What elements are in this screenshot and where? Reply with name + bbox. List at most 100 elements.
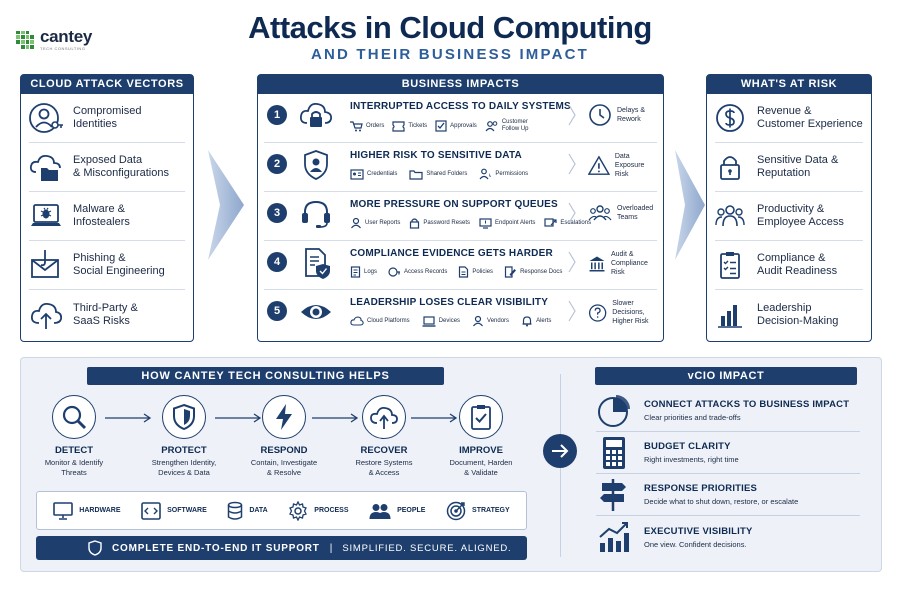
vector-line2: Identities <box>73 118 118 130</box>
impact-sub-label: Alerts <box>536 318 552 324</box>
support-separator: | <box>329 542 333 554</box>
impact-sub-label: Permissions <box>495 171 529 177</box>
support-tagline: SIMPLIFIED. SECURE. ALIGNED. <box>342 542 512 554</box>
people-icon <box>715 205 745 227</box>
impact-sub-label: Orders <box>366 123 385 129</box>
impact-number: 5 <box>267 301 287 321</box>
target-icon <box>446 501 466 520</box>
impact-sub-label: Approvals <box>450 123 477 129</box>
impact-number: 3 <box>267 203 287 223</box>
vcio-title: EXECUTIVE VISIBILITY <box>644 525 753 537</box>
escalation-icon <box>544 217 557 227</box>
team-icon <box>588 205 612 221</box>
envelope-hook-icon <box>31 250 59 278</box>
risk-line1: Leadership <box>757 301 812 314</box>
flow-arrow-right-icon <box>675 150 705 260</box>
impact-sub-label: Tickets <box>408 123 428 129</box>
impact-title: COMPLIANCE EVIDENCE GETS HARDER <box>350 248 553 259</box>
pillar-strategy: STRATEGY <box>446 501 510 521</box>
impact-sub-label: User Reports <box>365 220 401 226</box>
vendor-icon <box>473 315 483 327</box>
how-cantey-helps-header: HOW CANTEY TECH CONSULTING HELPS <box>87 367 444 385</box>
impact-outcome-line2: Teams <box>617 214 638 221</box>
vector-line1: Phishing & <box>73 252 126 264</box>
calculator-icon <box>603 436 625 469</box>
impact-row: 4 COMPLIANCE EVIDENCE GETS HARDER Logs A… <box>264 241 657 290</box>
trend-chart-icon <box>599 522 629 552</box>
pillar-label: HARDWARE <box>79 507 121 514</box>
impact-sub-label: Password Resets <box>423 220 471 226</box>
step-arrow-icon <box>105 413 152 423</box>
risk-item: Compliance &Audit Readiness <box>715 241 863 290</box>
vector-item: Phishing &Social Engineering <box>29 241 185 290</box>
impact-row: 3 MORE PRESSURE ON SUPPORT QUEUES User R… <box>264 192 657 241</box>
step-label: RESPOND <box>260 445 308 456</box>
pillar-label: PEOPLE <box>397 507 426 514</box>
step-desc-line2: Devices & Data <box>158 468 210 477</box>
dollar-icon <box>716 104 744 132</box>
impact-sub-label: Devices <box>438 318 461 324</box>
cloud-restore-icon <box>370 406 398 429</box>
vector-line1: Compromised <box>73 105 142 117</box>
user-key-icon <box>29 103 63 133</box>
step-arrow-icon <box>411 413 458 423</box>
question-icon <box>588 303 607 322</box>
vector-line1: Third-Party & <box>73 301 138 314</box>
log-icon <box>350 266 361 278</box>
step-recover: RECOVER Restore Systems& Access <box>334 395 434 478</box>
business-impacts-panel: BUSINESS IMPACTS 1 INTERRUPTED ACCESS TO… <box>257 74 664 342</box>
step-arrow-icon <box>215 413 262 423</box>
risk-line1: Compliance & <box>757 252 826 264</box>
vector-item: Exposed Data& Misconfigurations <box>29 143 185 192</box>
risk-line2: Decision-Making <box>757 314 839 327</box>
user-cursor-icon <box>479 168 492 180</box>
pillar-process: PROCESS <box>288 500 349 521</box>
step-desc-line2: Threats <box>61 468 87 477</box>
brand-name: cantey <box>40 27 93 46</box>
step-label: PROTECT <box>161 445 207 456</box>
laptop-icon <box>422 315 436 327</box>
step-desc-line1: Document, Harden <box>449 458 513 467</box>
cloud-lock-icon <box>299 102 333 127</box>
impact-sub-label: Vendors <box>487 318 510 324</box>
impact-number: 2 <box>267 154 287 174</box>
impact-outcome-line2: Risk <box>614 171 629 178</box>
pie-chart-icon <box>598 394 630 427</box>
lock-icon <box>720 156 740 180</box>
step-label: IMPROVE <box>459 445 503 456</box>
risk-line2: Audit Readiness <box>757 265 838 277</box>
customers-icon <box>485 121 498 132</box>
vcio-impact-header: vCIO IMPACT <box>595 367 857 385</box>
step-desc-line2: & Resolve <box>266 468 302 477</box>
risk-line2: Employee Access <box>757 216 844 228</box>
impact-sub-label: Response Docs <box>520 269 563 275</box>
step-desc-line2: & Validate <box>464 468 498 477</box>
clock-icon <box>589 104 611 126</box>
impact-outcome-line1: Slower Decisions, <box>612 300 645 316</box>
vcio-desc: One view. Confident decisions. <box>644 539 747 549</box>
vector-line1: Malware & <box>73 203 125 215</box>
monitor-icon <box>53 501 74 520</box>
impact-sub-label: Credentials <box>367 171 398 177</box>
impact-row: 5 LEADERSHIP LOSES CLEAR VISIBILITY Clou… <box>264 290 657 339</box>
bar-chart-icon <box>718 304 742 328</box>
impact-sub-label: Policies <box>472 269 494 275</box>
vector-item: Malware &Infostealers <box>29 192 185 241</box>
shield-outline-icon <box>88 540 102 556</box>
chevron-right-icon <box>568 104 576 126</box>
chevron-right-icon <box>568 202 576 224</box>
brand-tagline: TECH CONSULTING <box>40 46 86 51</box>
checklist-icon <box>720 252 740 279</box>
id-card-icon <box>350 168 364 180</box>
pillar-people: PEOPLE <box>369 503 425 519</box>
code-window-icon <box>141 501 161 520</box>
access-record-icon <box>388 267 401 277</box>
clipboard-check-icon <box>471 405 491 430</box>
step-label: RECOVER <box>360 445 408 456</box>
vector-line2: Social Engineering <box>73 265 165 277</box>
magnifier-icon <box>62 405 87 430</box>
